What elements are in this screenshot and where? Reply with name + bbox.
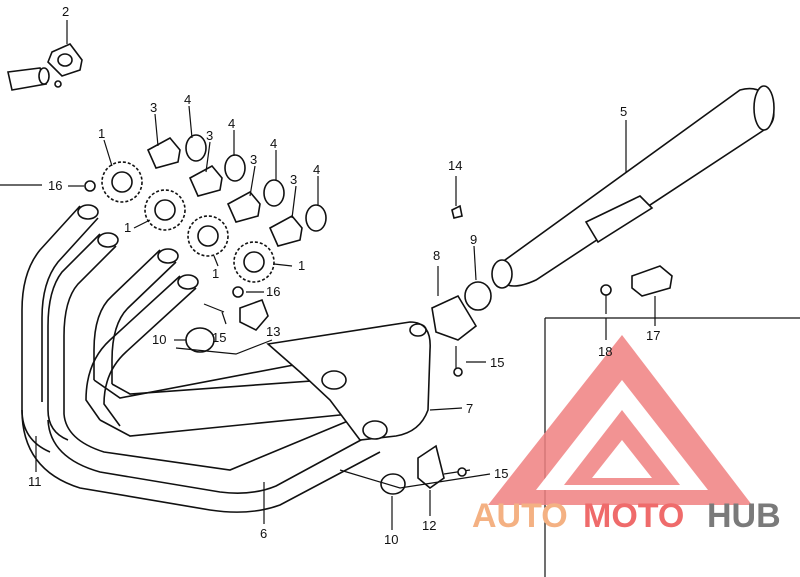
watermark-text-moto: MOTO [583,497,684,535]
callout-3: 3 [206,128,213,143]
callout-15: 15 [494,466,508,481]
watermark-logo: AUTO MOTO HUB [472,335,781,535]
callout-10: 10 [152,332,166,347]
watermark-text-auto: AUTO [472,497,568,535]
callout-13: 13 [266,324,280,339]
part-5-muffler [491,85,775,289]
callout-9: 9 [470,232,477,247]
callout-11: 11 [28,474,42,489]
part-2-flange [7,43,83,91]
leader-lines [35,20,656,530]
callout-3: 3 [250,152,257,167]
callout-3: 3 [290,172,297,187]
callout-7: 7 [466,401,473,416]
callout-4: 4 [228,116,235,131]
callout-15: 15 [212,330,226,345]
part-17-18-rubber-bolt [600,265,673,314]
callout-16: 16 [266,284,280,299]
callout-6: 6 [260,526,267,541]
callout-5: 5 [620,104,627,119]
callout-17: 17 [646,328,660,343]
watermark-text-hub: HUB [707,497,781,535]
callout-1: 1 [298,258,305,273]
callout-14: 14 [448,158,462,173]
joints-and-clamps [185,298,471,495]
callout-18: 18 [598,344,612,359]
callout-15: 15 [490,355,504,370]
callout-1: 1 [212,266,219,281]
callout-4: 4 [313,162,320,177]
part-7-collector [266,321,431,441]
callout-16: 16 [48,178,62,193]
callout-10: 10 [384,532,398,547]
callout-2: 2 [62,4,69,19]
callout-8: 8 [433,248,440,263]
collars-and-gaskets [146,134,327,247]
finned-retainers [84,161,275,298]
callout-4: 4 [184,92,191,107]
callout-1: 1 [98,126,105,141]
callout-3: 3 [150,100,157,115]
callout-numbers: 2 3 4 3 4 3 4 3 4 1 16 1 1 1 16 10 15 13… [28,4,660,547]
callout-12: 12 [422,518,436,533]
callout-1: 1 [124,220,131,235]
part-8-9-joints [431,204,492,377]
exhaust-pipes [21,204,381,513]
callout-4: 4 [270,136,277,151]
